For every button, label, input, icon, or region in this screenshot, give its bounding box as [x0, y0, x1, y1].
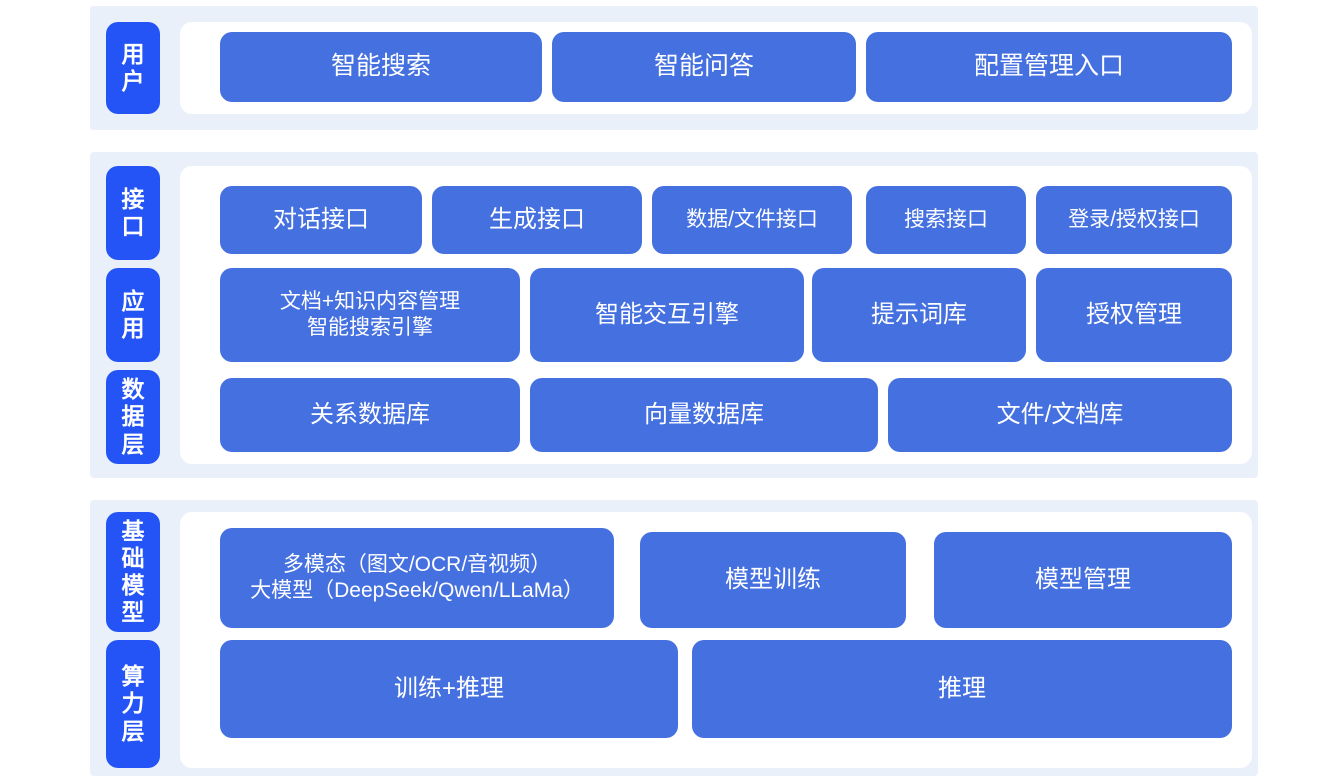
layer-tab-compute-label: 算力层	[121, 663, 145, 744]
node-model-training[interactable]: 模型训练	[640, 532, 906, 628]
node-data-relational-database[interactable]: 关系数据库	[220, 378, 520, 452]
layer-tab-compute[interactable]: 算力层	[106, 640, 160, 768]
layer-tab-user-label: 用户	[121, 40, 145, 94]
node-app-authorization-management[interactable]: 授权管理	[1036, 268, 1232, 362]
node-data-file-document-store[interactable]: 文件/文档库	[888, 378, 1232, 452]
node-user-smart-search[interactable]: 智能搜索	[220, 32, 542, 102]
node-api-data-file[interactable]: 数据/文件接口	[652, 186, 852, 254]
node-compute-training-inference[interactable]: 训练+推理	[220, 640, 678, 738]
layer-tab-api-label: 接口	[121, 185, 145, 239]
layer-tab-api[interactable]: 接口	[106, 166, 160, 260]
layer-tab-base-model-label: 基础模型	[121, 517, 145, 626]
layer-tab-application-label: 应用	[121, 287, 145, 341]
node-model-management[interactable]: 模型管理	[934, 532, 1232, 628]
layer-tab-data-label: 数据层	[121, 376, 145, 457]
node-api-login-authorization[interactable]: 登录/授权接口	[1036, 186, 1232, 254]
node-user-config-management-entry[interactable]: 配置管理入口	[866, 32, 1232, 102]
node-data-vector-database[interactable]: 向量数据库	[530, 378, 878, 452]
node-user-smart-qa[interactable]: 智能问答	[552, 32, 856, 102]
layer-tab-base-model[interactable]: 基础模型	[106, 512, 160, 632]
node-api-search[interactable]: 搜索接口	[866, 186, 1026, 254]
node-app-document-knowledge-management[interactable]: 文档+知识内容管理 智能搜索引擎	[220, 268, 520, 362]
node-compute-inference[interactable]: 推理	[692, 640, 1232, 738]
node-api-generation[interactable]: 生成接口	[432, 186, 642, 254]
node-api-dialog[interactable]: 对话接口	[220, 186, 422, 254]
layer-tab-application[interactable]: 应用	[106, 268, 160, 362]
node-model-multimodal-llm[interactable]: 多模态（图文/OCR/音视频） 大模型（DeepSeek/Qwen/LLaMa）	[220, 528, 614, 628]
layer-tab-data[interactable]: 数据层	[106, 370, 160, 464]
node-app-smart-interaction-engine[interactable]: 智能交互引擎	[530, 268, 804, 362]
layer-tab-user[interactable]: 用户	[106, 22, 160, 114]
node-app-prompt-library[interactable]: 提示词库	[812, 268, 1026, 362]
